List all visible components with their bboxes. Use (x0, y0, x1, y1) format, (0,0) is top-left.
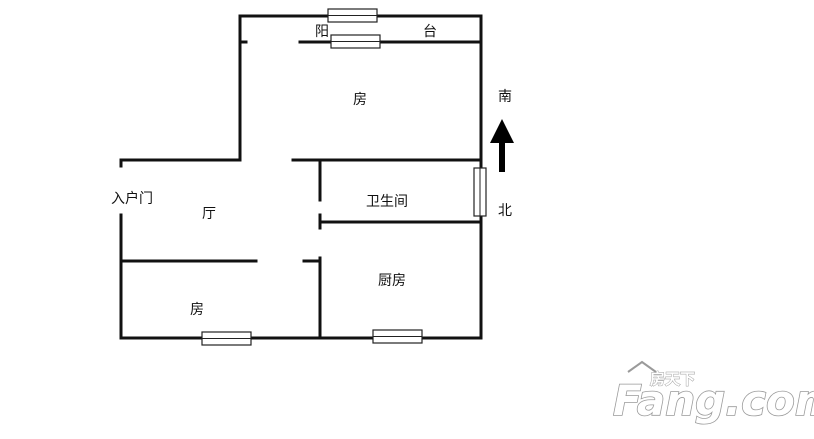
windows (201, 8, 487, 346)
compass-south-label: 南 (498, 89, 512, 105)
watermark: 房天下 Fang.com (612, 360, 814, 426)
compass-north-label: 北 (498, 203, 512, 219)
label-entrance-door: 入户门 (111, 190, 153, 207)
watermark-brand-main: Fang.com (613, 376, 814, 425)
label-bedroom-north: 房 (190, 302, 204, 318)
label-bedroom-south: 房 (353, 92, 367, 108)
label-balcony-2: 台 (423, 24, 437, 40)
room-labels: 阳 台 房 入户门 厅 卫生间 房 厨房 (111, 24, 437, 318)
window-right (473, 167, 487, 217)
up-arrow-icon (490, 119, 514, 172)
window-bottom-left (201, 331, 252, 346)
window-balcony (330, 34, 381, 49)
compass: 南 北 (490, 89, 514, 219)
window-bottom-right (372, 329, 423, 344)
window-top (327, 8, 378, 23)
walls (119, 14, 483, 340)
label-living-room: 厅 (202, 206, 216, 222)
house-logo-icon (627, 360, 657, 373)
label-balcony-1: 阳 (315, 24, 329, 40)
label-kitchen: 厨房 (378, 273, 406, 289)
watermark-brand-small: 房天下 (650, 370, 695, 388)
label-bathroom: 卫生间 (366, 194, 408, 210)
